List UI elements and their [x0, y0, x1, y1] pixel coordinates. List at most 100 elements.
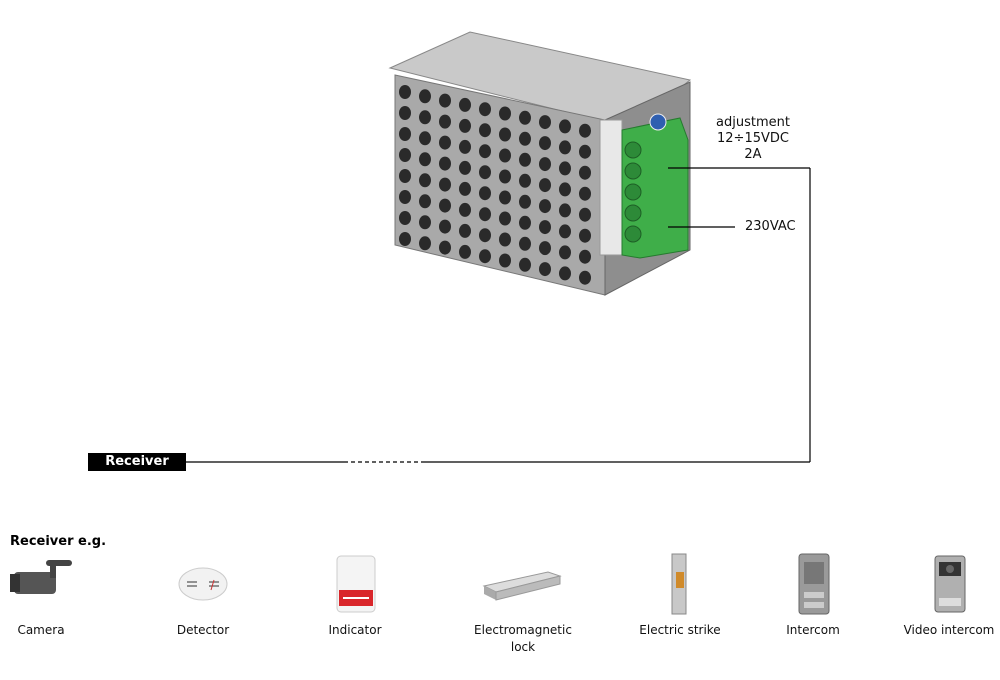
vent-hole	[519, 110, 531, 125]
adjustment-label: adjustment 12÷15VDC 2A	[693, 115, 813, 163]
intercom-image	[748, 552, 878, 622]
vent-hole	[539, 262, 551, 277]
power-supply-image	[388, 31, 692, 296]
vent-hole	[419, 152, 431, 167]
vent-hole	[419, 173, 431, 188]
vent-hole	[439, 114, 451, 129]
indicator-image	[290, 552, 420, 622]
vent-hole	[439, 198, 451, 213]
video-intercom-label: Video intercom	[903, 623, 995, 637]
vent-hole	[519, 131, 531, 146]
vent-hole	[579, 207, 591, 222]
vent-hole	[519, 152, 531, 167]
vent-hole	[559, 224, 571, 239]
terminal-screws	[624, 141, 642, 243]
vent-hole	[559, 119, 571, 134]
vent-hole	[479, 207, 491, 222]
vent-hole	[479, 249, 491, 264]
electric-strike-label: Electric strike	[639, 623, 721, 637]
vent-hole	[399, 190, 411, 204]
vent-hole	[419, 236, 431, 251]
vent-hole	[579, 186, 591, 201]
vent-hole	[579, 144, 591, 159]
terminal-screw	[624, 162, 642, 180]
vent-hole	[459, 202, 471, 217]
electromagnetic-lock-image	[458, 552, 588, 622]
vent-hole	[459, 97, 471, 112]
vent-hole	[479, 165, 491, 180]
vent-hole	[539, 136, 551, 151]
vent-hole	[419, 194, 431, 209]
vent-hole	[399, 127, 411, 141]
camera-label: Camera	[17, 623, 65, 637]
vent-hole	[399, 85, 411, 99]
vent-hole	[459, 223, 471, 238]
vent-hole	[479, 228, 491, 243]
vent-hole	[499, 232, 511, 247]
detector-label: Detector	[176, 623, 230, 637]
electromagnetic-lock-label: Electromagnetic lock	[474, 623, 572, 654]
vent-hole	[499, 253, 511, 268]
vent-hole	[539, 199, 551, 214]
vent-hole	[479, 102, 491, 117]
vent-hole	[539, 220, 551, 235]
vent-hole	[539, 115, 551, 130]
video-intercom-image	[884, 552, 1000, 622]
vent-hole	[519, 194, 531, 209]
vent-hole	[479, 123, 491, 138]
vent-hole	[519, 257, 531, 272]
vent-hole	[559, 161, 571, 176]
vent-hole	[439, 93, 451, 108]
voltage-range-text: 12÷15VDC	[717, 131, 789, 146]
indicator-label: Indicator	[328, 623, 382, 637]
adjustment-text: adjustment	[716, 115, 790, 130]
vent-hole	[439, 219, 451, 234]
vent-hole	[579, 123, 591, 138]
terminal-screw	[624, 225, 642, 243]
vent-hole	[419, 110, 431, 125]
vent-hole	[519, 215, 531, 230]
vent-hole	[539, 241, 551, 256]
vent-hole	[559, 266, 571, 281]
vent-hole	[559, 182, 571, 197]
vent-hole	[419, 215, 431, 230]
vent-hole	[579, 228, 591, 243]
vent-hole	[459, 181, 471, 196]
input-voltage-label: 230VAC	[745, 219, 796, 234]
vent-hole	[559, 203, 571, 218]
vent-hole	[499, 190, 511, 205]
vent-hole	[439, 240, 451, 255]
vent-hole	[419, 131, 431, 146]
vent-hole	[499, 169, 511, 184]
vent-hole	[459, 139, 471, 154]
vent-hole	[439, 177, 451, 192]
vent-hole	[559, 140, 571, 155]
vent-hole	[499, 148, 511, 163]
vent-hole	[499, 106, 511, 121]
vent-hole	[479, 144, 491, 159]
ventilation-holes	[399, 85, 591, 285]
vent-hole	[419, 89, 431, 104]
vent-hole	[399, 106, 411, 120]
receiver-tag: Receiver	[88, 453, 186, 471]
vent-hole	[559, 245, 571, 260]
vent-hole	[439, 156, 451, 171]
vent-hole	[499, 211, 511, 226]
vent-hole	[499, 127, 511, 142]
vent-hole	[479, 186, 491, 201]
vent-hole	[579, 270, 591, 285]
vent-hole	[519, 173, 531, 188]
vent-hole	[399, 169, 411, 183]
vent-hole	[439, 135, 451, 150]
vent-hole	[459, 160, 471, 175]
vent-hole	[459, 244, 471, 259]
vent-hole	[539, 178, 551, 193]
receiver-examples-heading: Receiver e.g.	[10, 534, 107, 549]
vent-hole	[399, 148, 411, 162]
vent-hole	[459, 118, 471, 133]
vent-hole	[579, 165, 591, 180]
vent-hole	[399, 211, 411, 225]
electric-strike-image	[615, 552, 745, 622]
vent-hole	[399, 232, 411, 246]
